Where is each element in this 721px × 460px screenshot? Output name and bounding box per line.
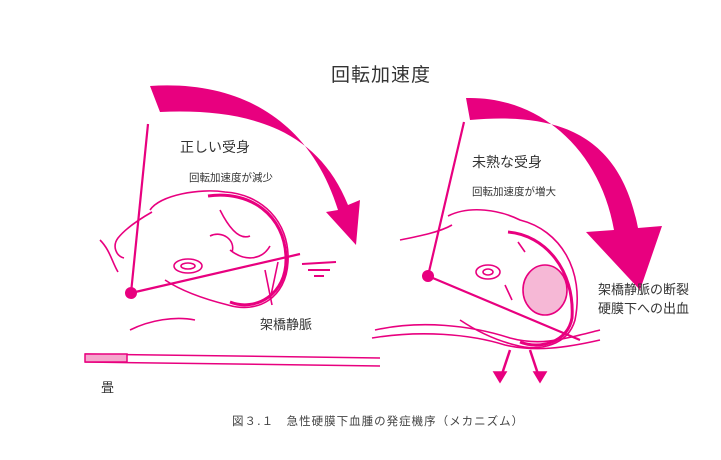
figure-title: 回転加速度: [331, 64, 432, 86]
left-rotation-arrow-icon: [150, 85, 360, 245]
right-heading: 未熟な受身: [472, 155, 542, 171]
rupture-label-line2: 硬膜下への出血: [598, 302, 690, 317]
rupture-label-line1: 架橋静脈の断裂: [598, 283, 690, 298]
left-head-illustration: [99, 123, 337, 331]
right-head-illustration: [371, 121, 601, 384]
bridging-vein-label: 架橋静脈: [260, 318, 313, 333]
figure-caption: 図３.１ 急性硬膜下血腫の発症機序（メカニズム）: [232, 414, 525, 428]
tatami-floor: [84, 353, 381, 367]
left-heading: 正しい受身: [180, 140, 250, 156]
left-subheading: 回転加速度が減少: [189, 172, 273, 184]
right-rotation-arrow-icon: [466, 97, 662, 290]
tatami-label: 畳: [101, 381, 115, 396]
right-subheading: 回転加速度が増大: [472, 186, 556, 198]
